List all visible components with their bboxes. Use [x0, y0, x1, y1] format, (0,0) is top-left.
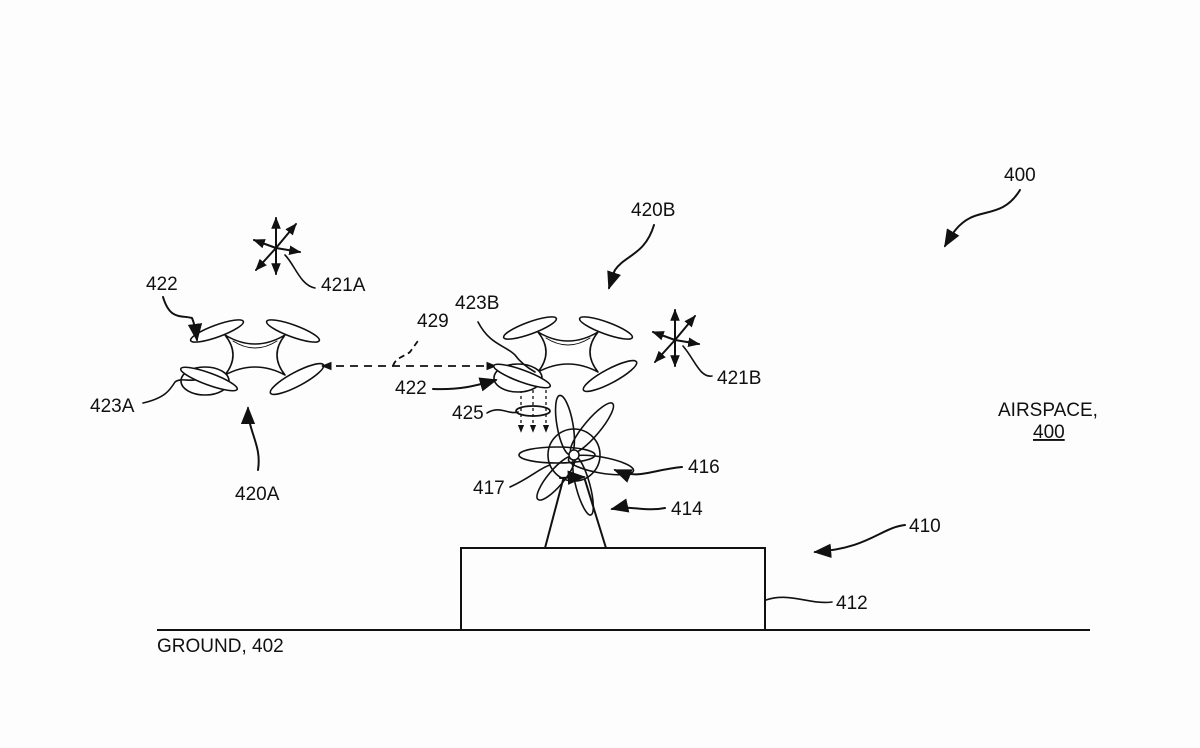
communication-leader: [392, 337, 421, 367]
downwash-arrows: [517, 390, 550, 433]
blades-ref-label: 416: [688, 457, 720, 478]
propulsion-b-ref-label: 423B: [455, 293, 499, 314]
system-ref-label: 400: [1004, 165, 1036, 186]
sensor-b-ref-label: 422: [395, 378, 427, 399]
uav-a-arrow: [240, 406, 260, 471]
uav-a-drone: [177, 314, 328, 401]
station-base: [460, 547, 766, 631]
propulsion-a-ref-label: 423A: [90, 396, 135, 417]
sensor-a-ref-label: 422: [146, 274, 178, 295]
base-leader: [765, 596, 833, 604]
turbine-rotor: [518, 394, 635, 516]
hub-arrow: [559, 470, 586, 485]
sensor-b-arrow: [432, 377, 498, 392]
communication-ref-label: 429: [417, 311, 449, 332]
propulsion-b-leader: [477, 321, 536, 373]
station-ref-label: 410: [909, 516, 941, 537]
blades-arrow: [613, 466, 683, 483]
sensor-a-arrow: [162, 296, 203, 342]
motion-b-leader: [682, 345, 713, 377]
station-arrow: [813, 524, 906, 559]
uav-a-ref-label: 420A: [235, 484, 280, 505]
motion-b-ref-label: 421B: [717, 368, 761, 389]
uav-b-arrow: [607, 224, 655, 290]
tower-ref-label: 414: [671, 499, 703, 520]
hub-leader: [509, 464, 551, 488]
ground-label: GROUND, 402: [157, 636, 284, 657]
base-ref-label: 412: [836, 593, 868, 614]
tower-left-leg: [544, 479, 564, 549]
hub-ref-label: 417: [473, 478, 505, 499]
uav-b-ref-label: 420B: [631, 200, 675, 221]
tower-right-leg: [584, 479, 607, 549]
system-ref-arrow: [944, 189, 1021, 248]
motion-a-leader: [284, 254, 316, 289]
propulsion-a-leader: [142, 379, 196, 404]
tower-arrow: [610, 498, 666, 513]
downwash-ref-label: 425: [452, 403, 484, 424]
airspace-ref: 400: [1033, 422, 1065, 443]
downwash-leader: [486, 409, 519, 414]
motion-a-ref-label: 421A: [321, 275, 366, 296]
airspace-label: AIRSPACE,: [998, 400, 1098, 421]
